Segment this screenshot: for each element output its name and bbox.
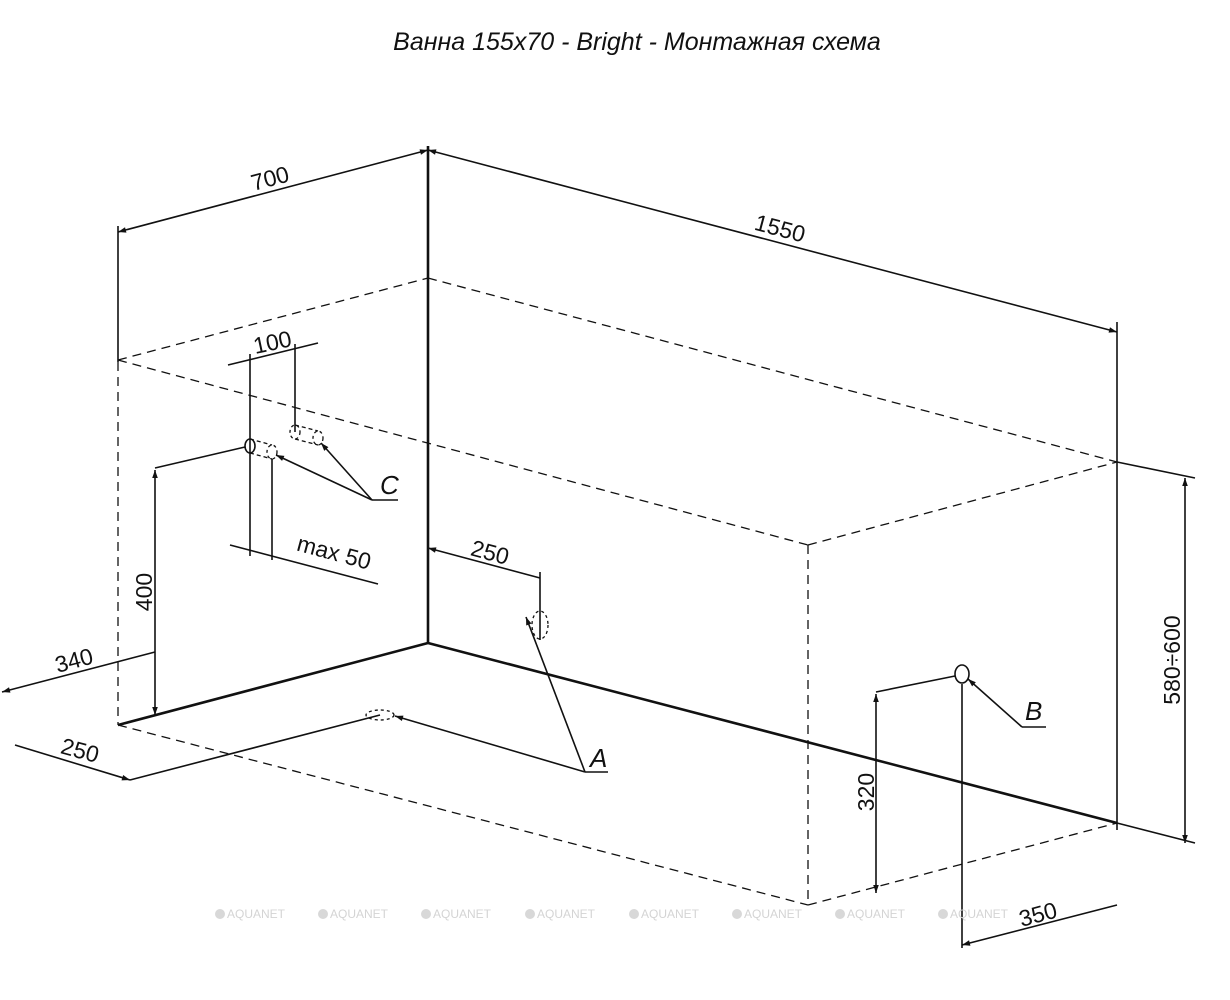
overflow-hole xyxy=(954,664,970,684)
diagram-title: Ванна 155x70 - Bright - Монтажная схема xyxy=(393,28,881,56)
drain-hole-2 xyxy=(531,610,549,640)
dim-tap-offset: max 50 xyxy=(294,530,374,575)
dim-line-340 xyxy=(1,651,156,693)
dim-tap-spacing: 100 xyxy=(251,325,294,358)
bath-outline xyxy=(117,146,1118,906)
dim-line-tap-spacing xyxy=(227,342,319,366)
svg-text:AQUANET: AQUANET xyxy=(744,907,803,921)
dim-drain-mid: 250 xyxy=(468,535,512,570)
dim-overflow-offset: 350 xyxy=(1016,897,1060,932)
label-b: B xyxy=(1025,696,1042,726)
label-a: A xyxy=(588,743,607,773)
svg-text:AQUANET: AQUANET xyxy=(537,907,596,921)
dim-width: 700 xyxy=(248,161,292,196)
dim-length: 1550 xyxy=(752,209,808,247)
dim-line-length xyxy=(427,149,1118,333)
label-c: C xyxy=(380,470,399,500)
drain-hole xyxy=(365,709,395,721)
dim-drain-left: 250 xyxy=(58,733,102,768)
dim-tap-height: 400 xyxy=(131,573,157,611)
dim-line-overflow-offset xyxy=(961,904,1118,946)
dim-line-drain-left xyxy=(14,744,131,781)
svg-text:AQUANET: AQUANET xyxy=(330,907,389,921)
dim-line-drain-mid xyxy=(427,547,541,579)
svg-text:AQUANET: AQUANET xyxy=(950,907,1009,921)
svg-text:AQUANET: AQUANET xyxy=(641,907,700,921)
dim-overflow-height: 320 xyxy=(853,773,879,811)
svg-text:AQUANET: AQUANET xyxy=(847,907,906,921)
dim-340: 340 xyxy=(52,643,96,678)
dim-bath-height: 580÷600 xyxy=(1159,615,1185,704)
svg-text:AQUANET: AQUANET xyxy=(227,907,286,921)
svg-text:AQUANET: AQUANET xyxy=(433,907,492,921)
dim-line-width xyxy=(117,149,429,233)
watermark-row: AQUANET AQUANET AQUANET AQUANET AQUANET … xyxy=(215,907,1009,921)
dim-line-tap-offset xyxy=(229,544,379,585)
tap-holes xyxy=(244,424,324,460)
